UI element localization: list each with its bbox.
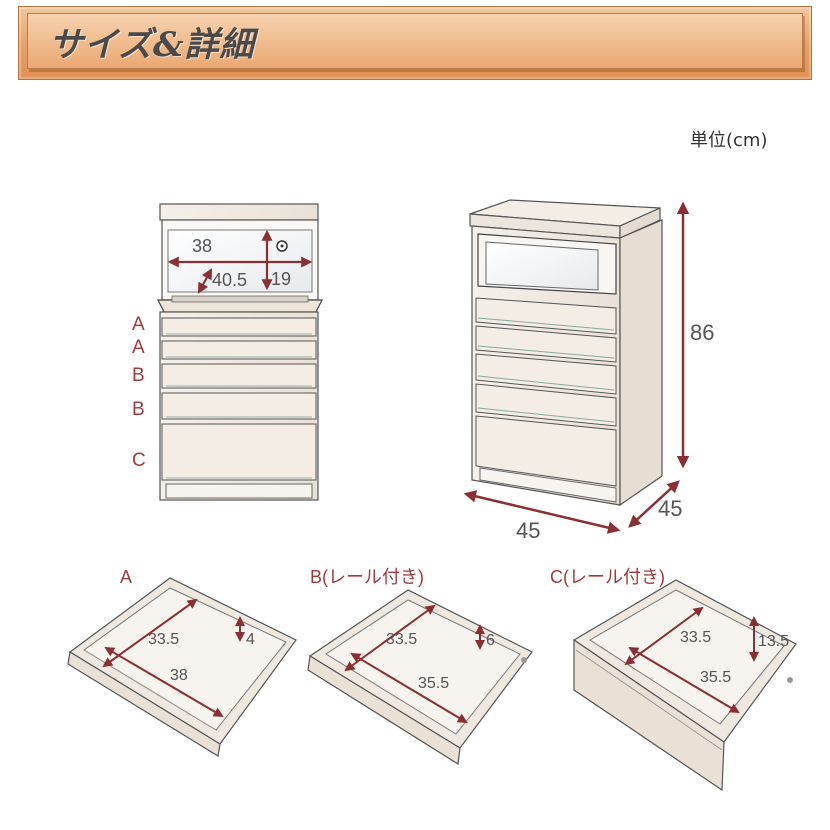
front-shelf-depth: 40.5 [212,270,247,290]
page-title: サイズ&詳細 [49,25,255,65]
drawer-b-caption: B(レール付き) [310,567,424,587]
front-shelf-width: 38 [192,236,212,256]
front-view-cabinet [157,203,323,501]
angle-view-dimensions [463,201,690,534]
drawer-c-depth: 33.5 [680,629,711,646]
drawer-label-4: B [132,399,145,420]
drawer-b-dimensions [344,604,485,724]
header-banner-plate [27,13,803,69]
drawer-c-height: 13.5 [758,633,789,650]
front-shelf-height: 19 [271,269,291,289]
drawer-label-1: A [132,314,145,335]
angle-width: 45 [516,518,540,543]
drawer-a-height: 4 [246,631,255,648]
drawer-a-depth: 33.5 [148,631,179,648]
drawer-b-width: 35.5 [418,675,449,692]
drawer-c-width: 35.5 [700,669,731,686]
unit-label: 単位(cm) [690,130,768,151]
drawer-c-illustration [572,579,797,792]
angle-height: 86 [690,320,714,345]
drawer-label-5: C [132,450,146,471]
drawer-b-depth: 33.5 [386,631,417,648]
drawer-a-width: 38 [170,667,188,684]
header-banner: サイズ&詳細 [18,6,812,80]
drawer-c-caption: C(レール付き) [550,567,665,587]
drawer-a-caption: A [120,567,132,587]
drawer-label-2: A [132,337,145,358]
angle-depth: 45 [658,496,682,521]
drawer-b-height: 6 [486,632,495,649]
drawer-label-3: B [132,365,145,386]
front-view-dimensions [167,229,313,294]
drawer-a-dimensions [102,598,245,718]
drawer-c-dimensions [624,606,759,714]
angle-view-cabinet [469,199,663,507]
